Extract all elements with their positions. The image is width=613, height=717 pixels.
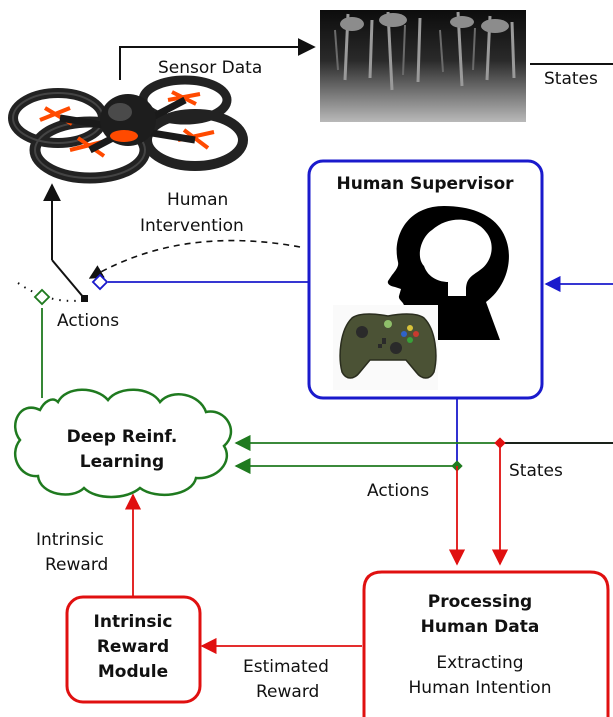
estimated-reward-label-2: Reward bbox=[256, 682, 319, 702]
phd-label-3: Extracting bbox=[436, 653, 523, 673]
drone-image bbox=[8, 75, 248, 184]
actions-left-label: Actions bbox=[57, 311, 119, 331]
deep-rl-cloud bbox=[13, 388, 233, 499]
phd-label-4: Human Intention bbox=[409, 678, 552, 698]
actions-mid-label: Actions bbox=[367, 481, 429, 501]
states-mid-label: States bbox=[509, 461, 563, 481]
processing-human-data-box bbox=[362, 570, 610, 717]
deep-rl-label-1: Deep Reinf. bbox=[67, 427, 178, 447]
sensor-data-label: Sensor Data bbox=[158, 58, 262, 78]
intrinsic-reward-label-2: Reward bbox=[45, 555, 108, 575]
states-top-label: States bbox=[544, 69, 598, 89]
estimated-reward-label-1: Estimated bbox=[243, 657, 329, 677]
human-supervisor-title: Human Supervisor bbox=[336, 174, 514, 194]
game-controller-image bbox=[333, 305, 438, 390]
drl-switch-diamond bbox=[33, 288, 51, 306]
states-branch-point bbox=[494, 437, 506, 449]
human-intervention-label-1: Human bbox=[167, 190, 228, 210]
irm-label-3: Module bbox=[98, 662, 168, 682]
irm-label-1: Intrinsic bbox=[94, 612, 173, 632]
phd-label-1: Processing bbox=[428, 592, 532, 612]
supervisor-switch-diamond bbox=[91, 273, 109, 291]
actions-to-drone-arrow bbox=[43, 183, 88, 302]
intrinsic-reward-module-box bbox=[65, 595, 202, 704]
deep-rl-label-2: Learning bbox=[80, 452, 164, 472]
sensor-data-arrow bbox=[119, 38, 316, 80]
human-intervention-arrow bbox=[88, 239, 301, 279]
intrinsic-reward-label-1: Intrinsic bbox=[36, 530, 104, 550]
depth-sensor-image bbox=[320, 10, 526, 122]
human-intervention-label-2: Intervention bbox=[140, 216, 244, 236]
irm-label-2: Reward bbox=[97, 637, 169, 657]
phd-label-2: Human Data bbox=[421, 617, 540, 637]
